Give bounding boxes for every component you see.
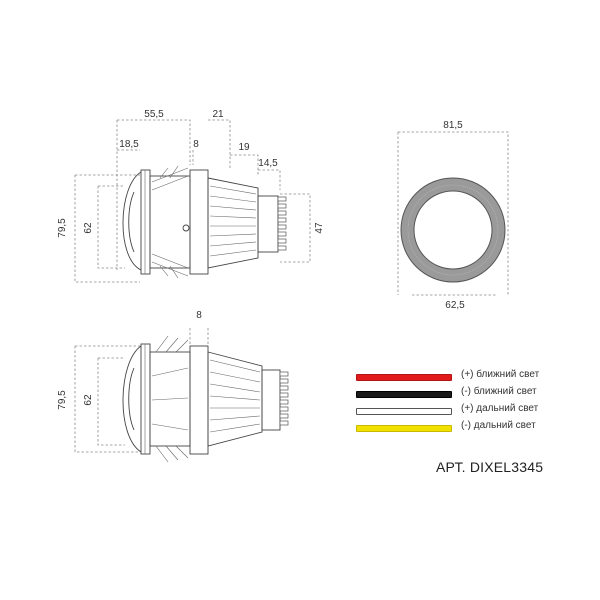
top-dim-connector: 14,5 <box>258 158 278 169</box>
side-dim-height-outer: 79,5 <box>57 390 68 410</box>
top-view-drawing: 55,5 21 18,5 8 19 14,5 79,5 62 47 <box>57 109 325 283</box>
top-dim-flange: 8 <box>193 139 199 150</box>
legend-row-high-beam-plus: (+) дальний свет <box>356 402 556 419</box>
legend-row-high-beam-minus: (-) дальний свет <box>356 419 556 436</box>
wire-swatch <box>356 374 452 381</box>
legend-row-low-beam-minus: (-) ближний свет <box>356 385 556 402</box>
legend-row-low-beam-plus: (+) ближний свет <box>356 368 556 385</box>
side-view-drawing: 8 79,5 62 <box>57 310 289 463</box>
front-dim-inner: 62,5 <box>445 300 465 311</box>
side-dim-height-inner: 62 <box>83 394 94 406</box>
top-dim-heatsink: 21 <box>212 109 224 120</box>
wire-swatch <box>356 391 452 398</box>
wire-swatch <box>356 408 452 415</box>
article-number: АРТ. DIXEL3345 <box>436 459 544 475</box>
top-dim-length: 55,5 <box>144 109 164 120</box>
front-dim-outer: 81,5 <box>443 120 463 131</box>
legend-label: (-) дальний свет <box>461 420 536 431</box>
legend-label: (+) ближний свет <box>461 369 540 380</box>
top-dim-fins: 19 <box>238 142 250 153</box>
front-view-drawing: 81,5 62,5 <box>397 120 509 311</box>
legend-label: (-) ближний свет <box>461 386 537 397</box>
legend-label: (+) дальний свет <box>461 403 539 414</box>
side-dim-flange: 8 <box>196 310 202 321</box>
top-dim-lens: 18,5 <box>119 139 139 150</box>
top-dim-rear-height: 47 <box>314 222 325 234</box>
top-dim-height-outer: 79,5 <box>57 218 68 238</box>
wire-swatch <box>356 425 452 432</box>
wire-legend: (+) ближний свет (-) ближний свет (+) да… <box>356 368 556 436</box>
top-dim-height-inner: 62 <box>83 222 94 234</box>
